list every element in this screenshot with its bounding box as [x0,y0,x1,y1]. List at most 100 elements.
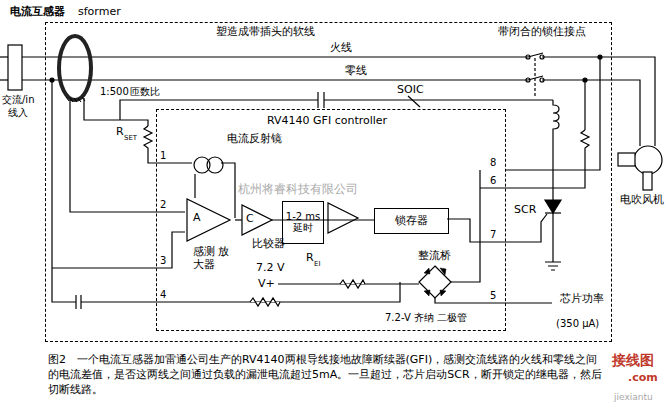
pin-number: 1 [160,150,166,162]
ground-wires [52,232,185,268]
signal-line [194,174,195,198]
bridge-rectifier [419,266,451,298]
latch-output [447,214,547,242]
ground-wires [250,298,280,306]
current-transformer [59,36,91,100]
ground-wires [50,78,54,82]
comparator-symbol-text: C [246,213,254,226]
line-wire [540,55,544,59]
neutral-wire [22,76,640,146]
delay-box: 1-2 ms 延时 [282,201,324,244]
wire-name: 零线 [345,65,367,78]
soic-leader [408,96,420,107]
pin-number: 5 [490,290,496,302]
amplifier-symbol: A 感测 放大器 [185,198,235,278]
part-name: sformer [78,6,121,19]
comparator-symbol: C 比较器 [242,202,287,257]
part-name: 电流互感器 [10,6,65,19]
pin-number: 4 [160,289,166,301]
hair-dryer [618,153,635,166]
supply-wires [340,280,365,288]
relay-coil [534,58,535,98]
hair-dryer [618,146,662,190]
sense-wires [144,126,192,163]
mirror-feedback [221,163,235,218]
current-mirror: 电流反射镜 [182,132,292,174]
latch-output [447,214,547,242]
hair-dryer [643,172,652,190]
comparator-symbol [328,203,358,233]
ac-plug [0,79,8,80]
current-transformer [59,36,91,102]
soic-leader [408,96,420,107]
supply-wires [278,55,602,303]
supply-wires [451,57,600,282]
mirror-transistor [207,157,223,173]
latch-box: 锁存器 [374,208,449,234]
amplifier-symbol-text: 感测 放大器 [193,246,233,271]
input-label: 交流/in [2,94,35,106]
part-name: 带闭合的锁住接点 [498,26,586,39]
cord-boundary: 塑造成带插头的软线 SOIC RV4140 GFI controller 电流反射镜 A… [45,22,612,342]
comparator-symbol [242,205,272,235]
sense-wires [70,100,185,212]
ground-wires [75,295,76,309]
note-label: (350 µA) [556,318,599,330]
hair-dryer [634,146,662,174]
part-name: 整流桥 [418,250,451,263]
resistor-name: R [306,252,314,265]
ground-wires [52,80,400,302]
mirror-transistor [194,157,210,173]
comparator-symbol [328,203,358,233]
voltage-label: 7.2 V [256,262,285,275]
line-wire [22,53,655,146]
figure-caption: 图2 一个电流互感器加雷通公司生产的RV4140两根导线接地故障断续器(GFI)… [48,352,608,397]
resistor-subscript: SET [124,134,137,142]
watermark: .com [628,372,658,385]
watermark: 杭州将睿科技有限公司 [238,183,358,197]
supply-wires [581,130,589,150]
note-label: 芯片功率 [560,293,604,306]
delay-box-text: 1-2 ms 延时 [285,211,321,234]
ratio-label: 1:500 [100,86,129,98]
signal-line [324,219,374,220]
input-label: 线入 [8,107,28,119]
pin-number: 3 [160,255,166,267]
line-wire [528,53,543,57]
neutral-wire [540,78,544,82]
current-transformer [66,97,85,102]
pin-number: 6 [490,175,496,187]
cord-boundary-text: 塑造成带插头的软线 [216,26,315,39]
resistor-subscript: EI [314,260,321,268]
scr-symbol [545,200,561,213]
relay-coil [553,100,559,200]
amplifier-symbol [187,199,230,241]
scr-symbol [545,200,561,270]
ac-plug [0,56,8,57]
pin-number: 8 [490,157,496,169]
bridge-rectifier [419,266,451,298]
neutral-wire [22,80,640,146]
sense-wires [323,92,324,108]
chip-boundary: SOICRV4140 GFI controller电流反射镜A感测 放大器C比较… [156,109,506,331]
ratio-label: 匝数比 [130,86,160,98]
relay-coil [535,58,559,200]
ground-wires [50,78,400,309]
amplifier-symbol-text: A [193,212,201,225]
supply-wires [598,55,602,59]
line-wire [22,57,655,146]
bridge-rectifier [424,268,446,296]
supply-wires [583,78,587,82]
part-name: 7.2-V 齐纳 二极管 [385,312,467,324]
pin-number: 7 [490,229,496,241]
mirror-feedback [221,163,235,218]
comparator-symbol-text: 比较器 [252,238,285,251]
pin-number: 2 [160,199,166,211]
ac-plug [8,45,22,90]
chip-boundary-text: SOIC [397,84,424,97]
resistor-name: R [116,126,124,139]
sense-wires [84,98,148,126]
chip-boundary-text: RV4140 GFI controller [267,115,387,128]
